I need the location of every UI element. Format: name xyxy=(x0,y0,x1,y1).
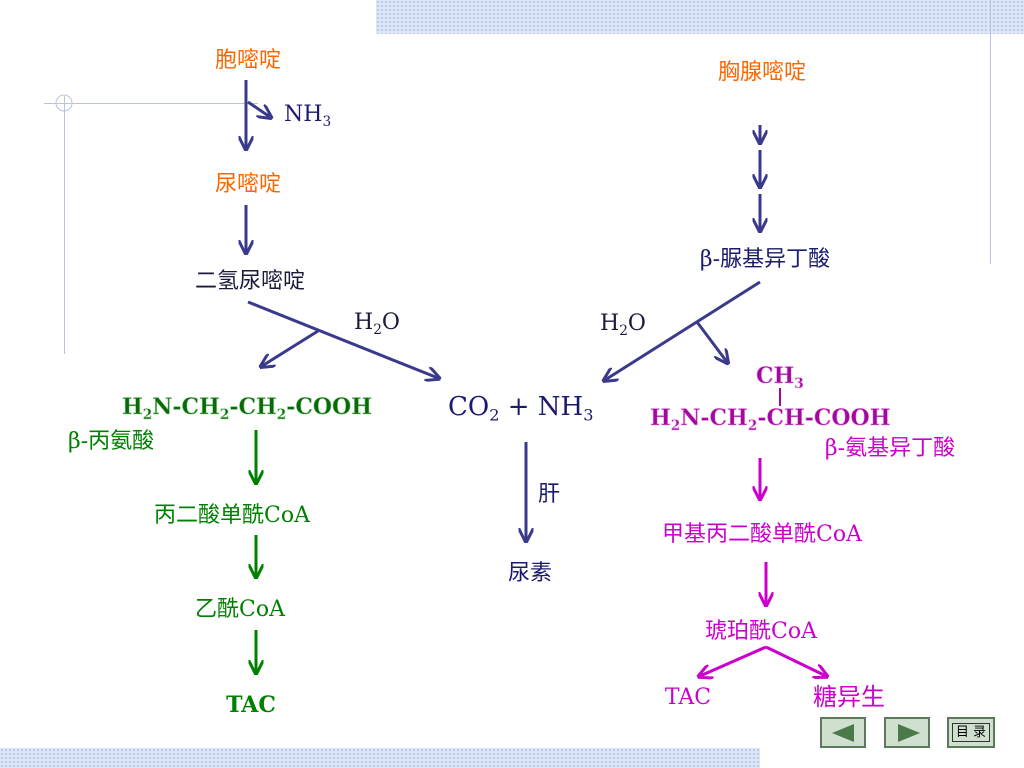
beta-aminoisobutyrate-structure: H2N-CH2-CH-COOH xyxy=(650,405,891,434)
label-thymine: 胸腺嘧啶 xyxy=(717,60,807,85)
top-decor-band xyxy=(376,0,1024,34)
bottom-decor-band xyxy=(0,748,760,768)
label-urea: 尿素 xyxy=(507,561,553,586)
label-malonyl-coa: 丙二酸单酰CoA xyxy=(154,503,310,528)
frame-line-left xyxy=(64,96,65,354)
frame-line-top xyxy=(44,103,258,104)
triangle-right-icon xyxy=(898,724,920,742)
frame-line-right xyxy=(990,0,991,264)
prev-slide-button[interactable] xyxy=(820,717,866,748)
label-succinyl-coa: 琥珀酰CoA xyxy=(705,619,817,644)
label-methylmalonyl-coa: 甲基丙二酸单酰CoA xyxy=(662,522,862,547)
arrow-ureido-baiba xyxy=(695,321,727,362)
label-gluconeogenesis: 糖异生 xyxy=(813,683,885,711)
label-dihydrouracil: 二氢尿嘧啶 xyxy=(194,269,306,294)
arrow-ureido-co2 xyxy=(605,280,761,380)
label-uracil: 尿嘧啶 xyxy=(214,172,282,197)
arrow-nh3-release xyxy=(247,100,270,117)
arrow-dihydro-betaala xyxy=(262,329,319,366)
arrow-succinyl-tac xyxy=(700,645,767,676)
beta-alanine-structure: H2N-CH2-CH2-COOH xyxy=(122,394,373,423)
label-ureidoisobutyrate: β-脲基异丁酸 xyxy=(699,247,831,272)
arrow-succinyl-gluconeo xyxy=(765,645,826,676)
arrow-dihydro-co2 xyxy=(247,300,438,378)
label-liver: 肝 xyxy=(538,482,561,507)
label-beta-aminoisobutyrate: β-氨基异丁酸 xyxy=(824,436,956,461)
label-co2-nh3: CO2 + NH3 xyxy=(448,392,594,425)
menu-label: 目 录 xyxy=(951,723,991,742)
label-acetyl-coa: 乙酰CoA xyxy=(195,597,285,622)
triangle-left-icon xyxy=(832,724,854,742)
ch3-group: CH3 xyxy=(756,363,804,392)
label-h2o-left: H2O xyxy=(354,310,400,338)
label-nh3-left: NH3 xyxy=(284,102,332,130)
next-slide-button[interactable] xyxy=(884,717,930,748)
label-cytosine: 胞嘧啶 xyxy=(214,48,282,73)
label-beta-alanine: β-丙氨酸 xyxy=(68,429,155,454)
label-tac-left: TAC xyxy=(226,692,276,718)
label-h2o-right: H2O xyxy=(600,311,646,339)
label-tac-right: TAC xyxy=(664,685,712,710)
menu-button[interactable]: 目 录 xyxy=(947,717,995,748)
